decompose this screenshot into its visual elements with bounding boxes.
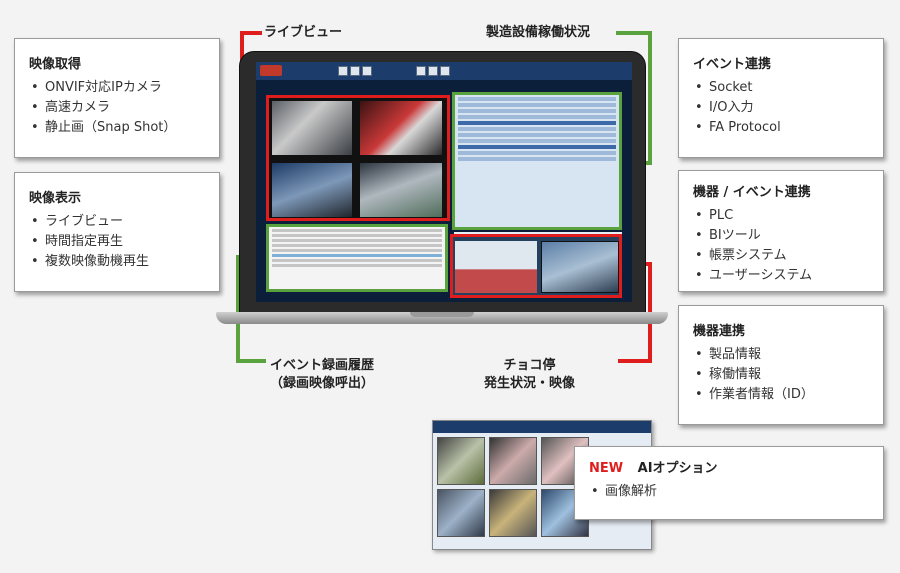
choko-callout: チョコ停 発生状況・映像	[484, 357, 575, 393]
new-badge: NEW	[589, 461, 624, 476]
layout-icon[interactable]	[338, 66, 348, 76]
laptop-base	[216, 312, 668, 324]
list-item: 稼働情報	[695, 365, 869, 385]
camera-feed[interactable]	[359, 162, 443, 218]
event-history-callout: イベント録画履歴 （録画映像呼出）	[270, 357, 374, 393]
event-history-line2: （録画映像呼出）	[270, 376, 375, 391]
laptop-notch	[410, 312, 474, 317]
equipment-status-pane	[452, 92, 622, 230]
list-item: ONVIF対応IPカメラ	[31, 78, 205, 98]
list-item: 製品情報	[695, 345, 869, 365]
ai-option-title: AIオプション	[637, 461, 718, 476]
equipment-status-callout: 製造設備稼働状況	[486, 25, 591, 40]
list-item: 作業者情報（ID）	[695, 385, 869, 405]
camera-feed[interactable]	[271, 162, 353, 218]
device-integration-box: 機器連携 製品情報 稼働情報 作業者情報（ID）	[678, 305, 884, 425]
grid-icon[interactable]	[350, 66, 360, 76]
list-item: 画像解析	[591, 482, 869, 502]
list-item: FA Protocol	[695, 118, 869, 138]
ai-option-heading: NEW AIオプション	[589, 457, 869, 476]
list-item: Socket	[695, 78, 869, 98]
camera-feed[interactable]	[541, 241, 619, 293]
list-item: BIツール	[695, 226, 869, 246]
video-display-title: 映像表示	[29, 191, 82, 206]
event-integration-box: イベント連携 Socket I/O入力 FA Protocol	[678, 38, 884, 158]
gear-icon[interactable]	[416, 66, 426, 76]
choko-line2: 発生状況・映像	[484, 376, 576, 391]
event-integration-title: イベント連携	[693, 57, 772, 72]
search-icon[interactable]	[362, 66, 372, 76]
video-display-box: 映像表示 ライブビュー 時間指定再生 複数映像動機再生	[14, 172, 220, 292]
list-item: PLC	[695, 206, 869, 226]
list-item: 時間指定再生	[31, 232, 205, 252]
app-toolbar	[256, 62, 632, 80]
exit-icon[interactable]	[440, 66, 450, 76]
event-history-pane	[266, 224, 448, 292]
choko-pane	[450, 234, 622, 298]
event-history-line1: イベント録画履歴	[270, 358, 375, 373]
device-event-integration-title: 機器 / イベント連携	[693, 185, 811, 200]
laptop-screen	[256, 62, 632, 302]
list-item: 帳票システム	[695, 246, 869, 266]
device-event-integration-box: 機器 / イベント連携 PLC BIツール 帳票システム ユーザーシステム	[678, 170, 884, 292]
print-icon[interactable]	[428, 66, 438, 76]
list-item: 静止画（Snap Shot）	[31, 118, 205, 138]
live-view-callout: ライブビュー	[264, 25, 343, 40]
list-item: 高速カメラ	[31, 98, 205, 118]
list-item: ライブビュー	[31, 212, 205, 232]
video-acquisition-box: 映像取得 ONVIF対応IPカメラ 高速カメラ 静止画（Snap Shot）	[14, 38, 220, 158]
camera-feed[interactable]	[271, 100, 353, 156]
list-item: ユーザーシステム	[695, 266, 869, 286]
choko-line1: チョコ停	[503, 358, 556, 373]
live-view-pane	[266, 95, 450, 221]
list-item: 複数映像動機再生	[31, 252, 205, 272]
ai-option-box: NEW AIオプション 画像解析	[574, 446, 884, 520]
trend-chart	[455, 241, 537, 293]
device-integration-title: 機器連携	[693, 324, 746, 339]
camera-feed[interactable]	[359, 100, 443, 156]
video-acquisition-title: 映像取得	[29, 57, 82, 72]
list-item: I/O入力	[695, 98, 869, 118]
app-logo	[260, 65, 282, 76]
